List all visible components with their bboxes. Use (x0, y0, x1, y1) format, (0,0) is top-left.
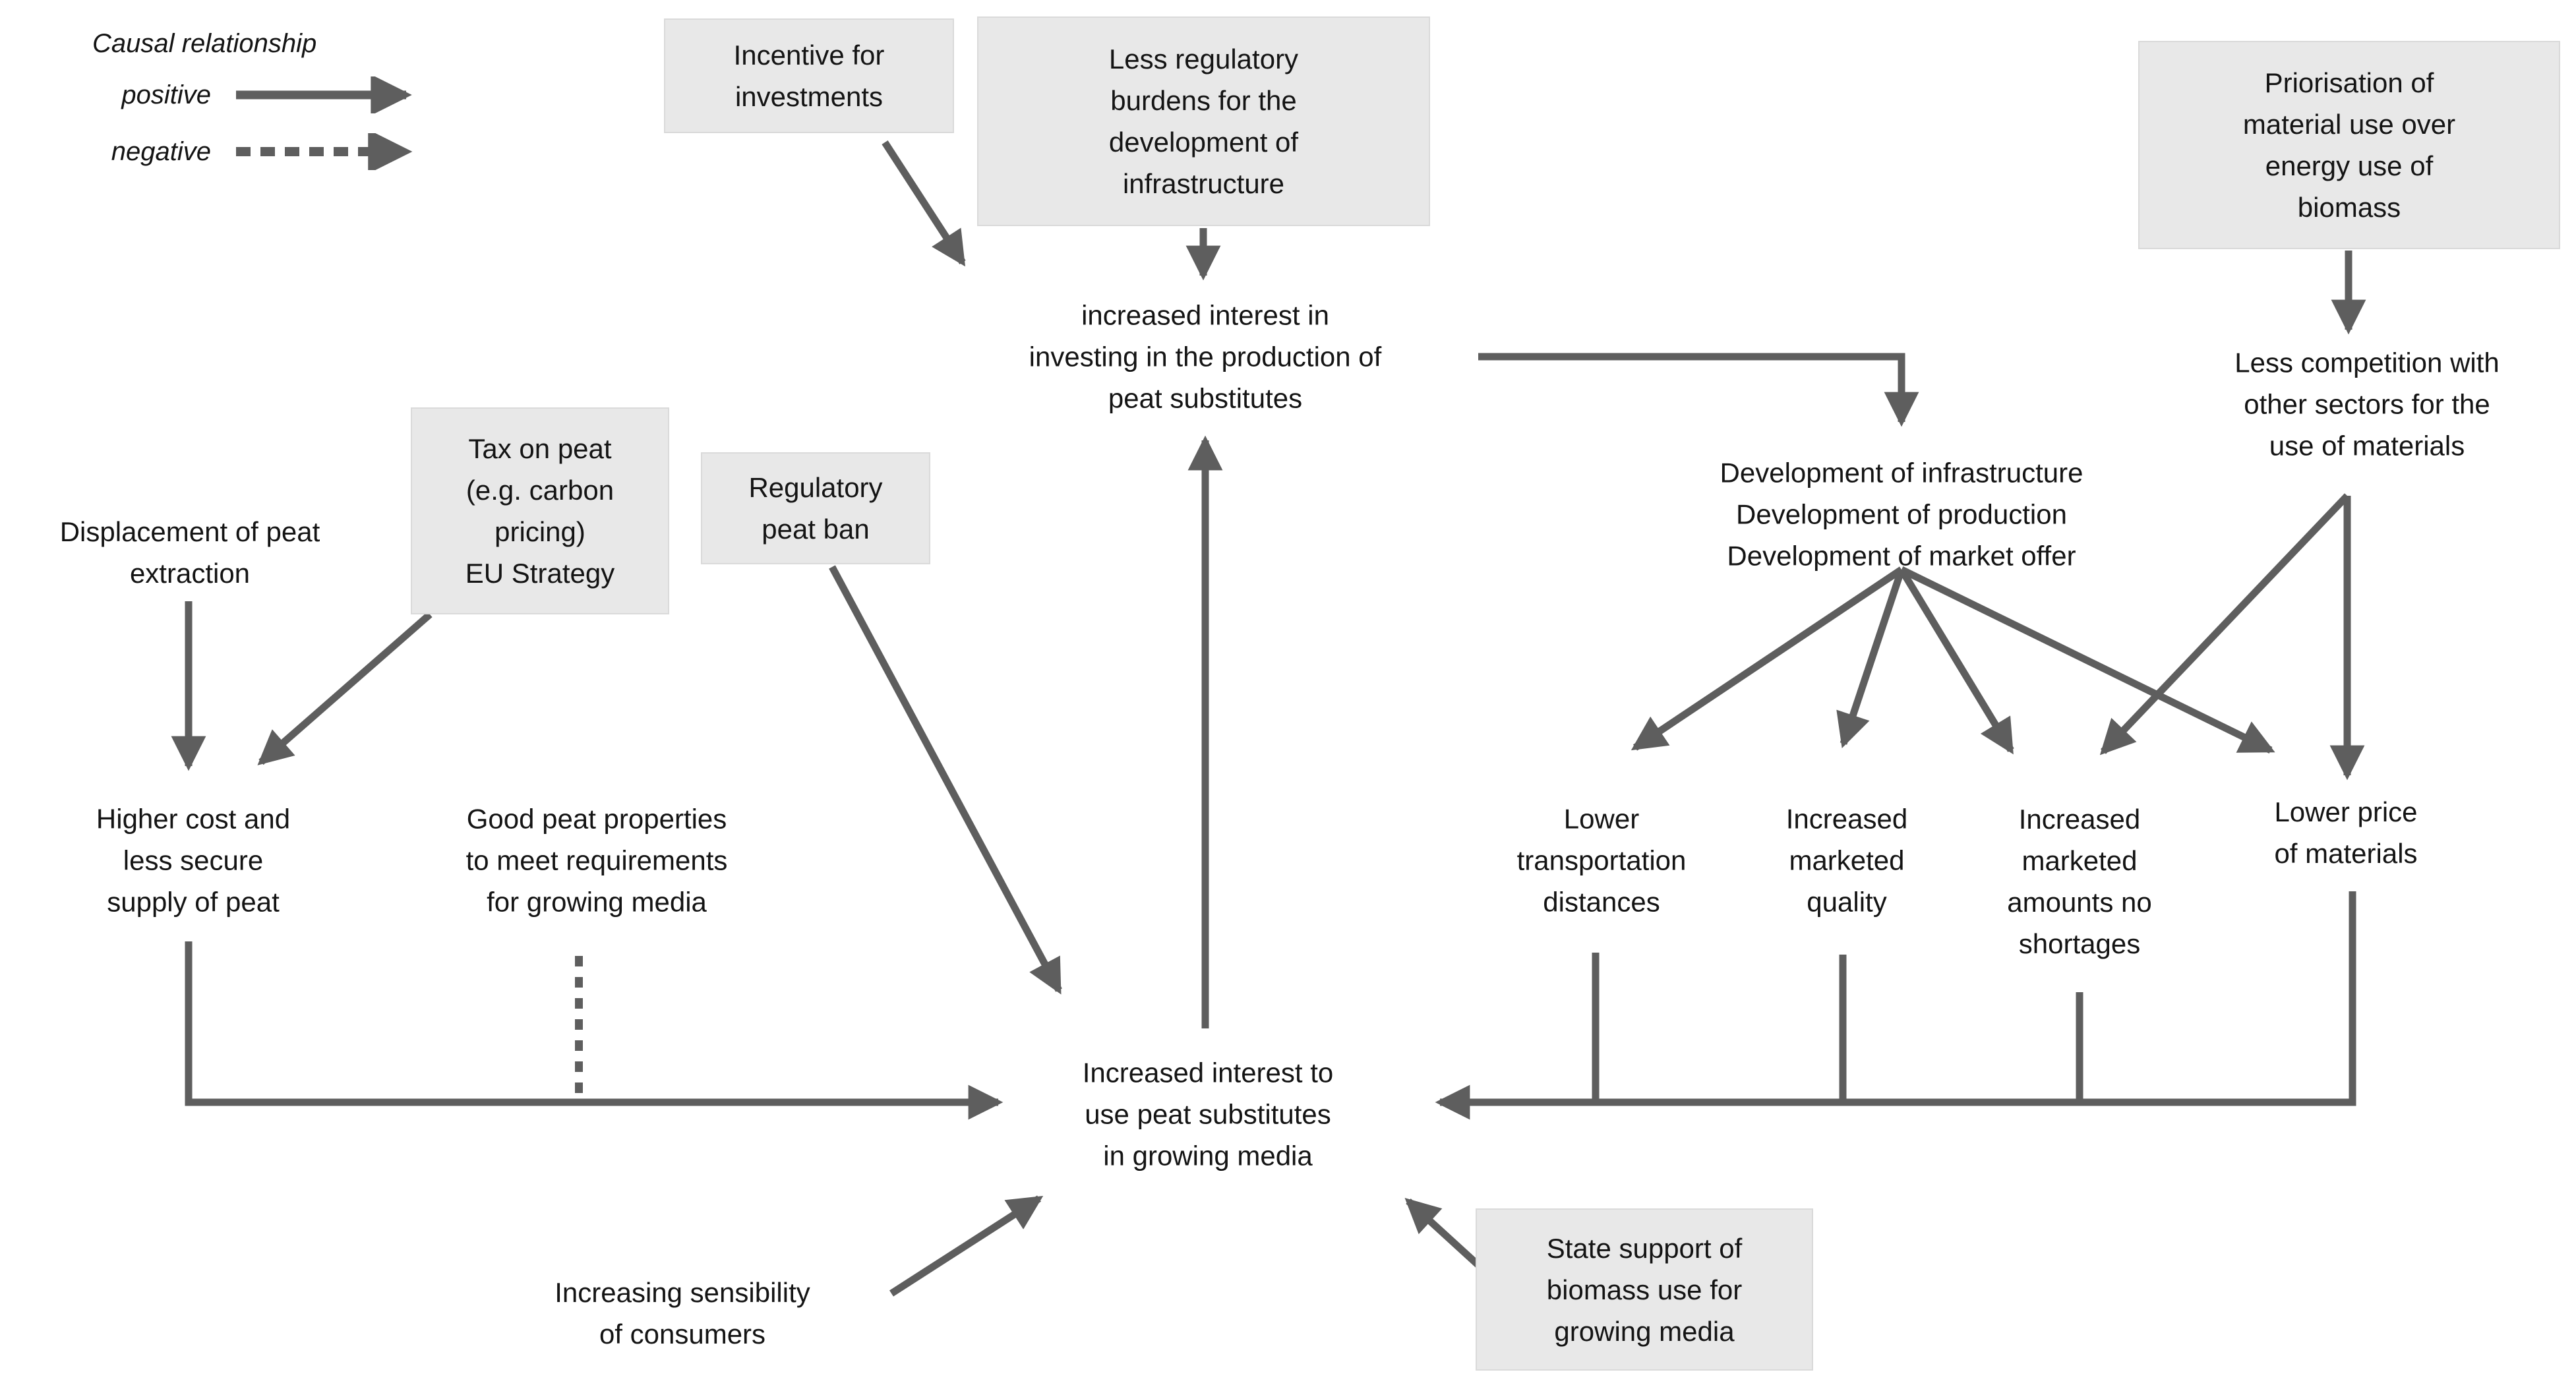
edge-lesscompetition-to-increasedamounts (2099, 493, 2350, 756)
node-increased-quality: Increased marketed quality (1785, 803, 1908, 918)
legend-row-negative: negative (86, 133, 451, 170)
legend: Causal relationship positive negative (86, 28, 451, 190)
node-lower-transport: Lower transportation distances (1516, 803, 1687, 918)
edge-investing-to-development (1478, 353, 1919, 427)
node-development: Development of infrastructure Developmen… (1720, 457, 2083, 572)
node-higher-cost: Higher cost and less secure supply of pe… (96, 803, 291, 918)
edge-development-to-lowertransport (1631, 566, 1904, 751)
node-central-increased-interest: Increased interest to use peat substitut… (1082, 1057, 1334, 1171)
positive-arrow-icon (236, 76, 412, 113)
edge-sensibility-to-central (889, 1195, 1044, 1297)
node-increasing-sensibility: Increasing sensibility of consumers (554, 1277, 810, 1349)
node-tax-box: Tax on peat (e.g. carbon pricing) EU Str… (411, 407, 669, 614)
edge-development-to-increasedquality (1836, 568, 1905, 749)
edge-tax-to-highercost (257, 611, 433, 765)
legend-positive-label: positive (121, 80, 211, 109)
negative-arrow-icon (236, 133, 413, 170)
legend-title: Causal relationship (92, 29, 317, 58)
node-displacement: Displacement of peat extraction (59, 516, 320, 589)
edge-development-to-increasedamounts (1898, 568, 2014, 755)
node-regulatory-box: Regulatory peat ban (701, 452, 930, 564)
legend-negative-label: negative (111, 137, 211, 166)
legend-row-positive: positive (86, 76, 451, 113)
node-less-regulatory-box: Less regulatory burdens for the developm… (977, 16, 1430, 226)
node-good-peat: Good peat properties to meet requirement… (465, 803, 728, 918)
node-less-competition: Less competition with other sectors for … (2234, 347, 2500, 461)
edge-right-collector-to-central (1435, 891, 2356, 1120)
edge-incentive-to-investing (882, 140, 966, 267)
node-priorisation-box: Priorisation of material use over energy… (2138, 41, 2560, 249)
node-increased-amounts: Increased marketed amounts no shortages (2007, 804, 2152, 959)
node-incentive-box: Incentive for investments (664, 18, 954, 133)
node-lower-price: Lower price of materials (2274, 796, 2418, 869)
node-increased-investing: increased interest in investing in the p… (1029, 299, 1382, 414)
edge-statesupport-to-central (1404, 1198, 1487, 1274)
edge-highercost-collector-to-central (185, 941, 1003, 1120)
edge-development-to-lowerprice (1900, 566, 2275, 754)
node-state-support-box: State support of biomass use for growing… (1476, 1208, 1813, 1371)
edge-regulatory-to-central (829, 565, 1062, 995)
